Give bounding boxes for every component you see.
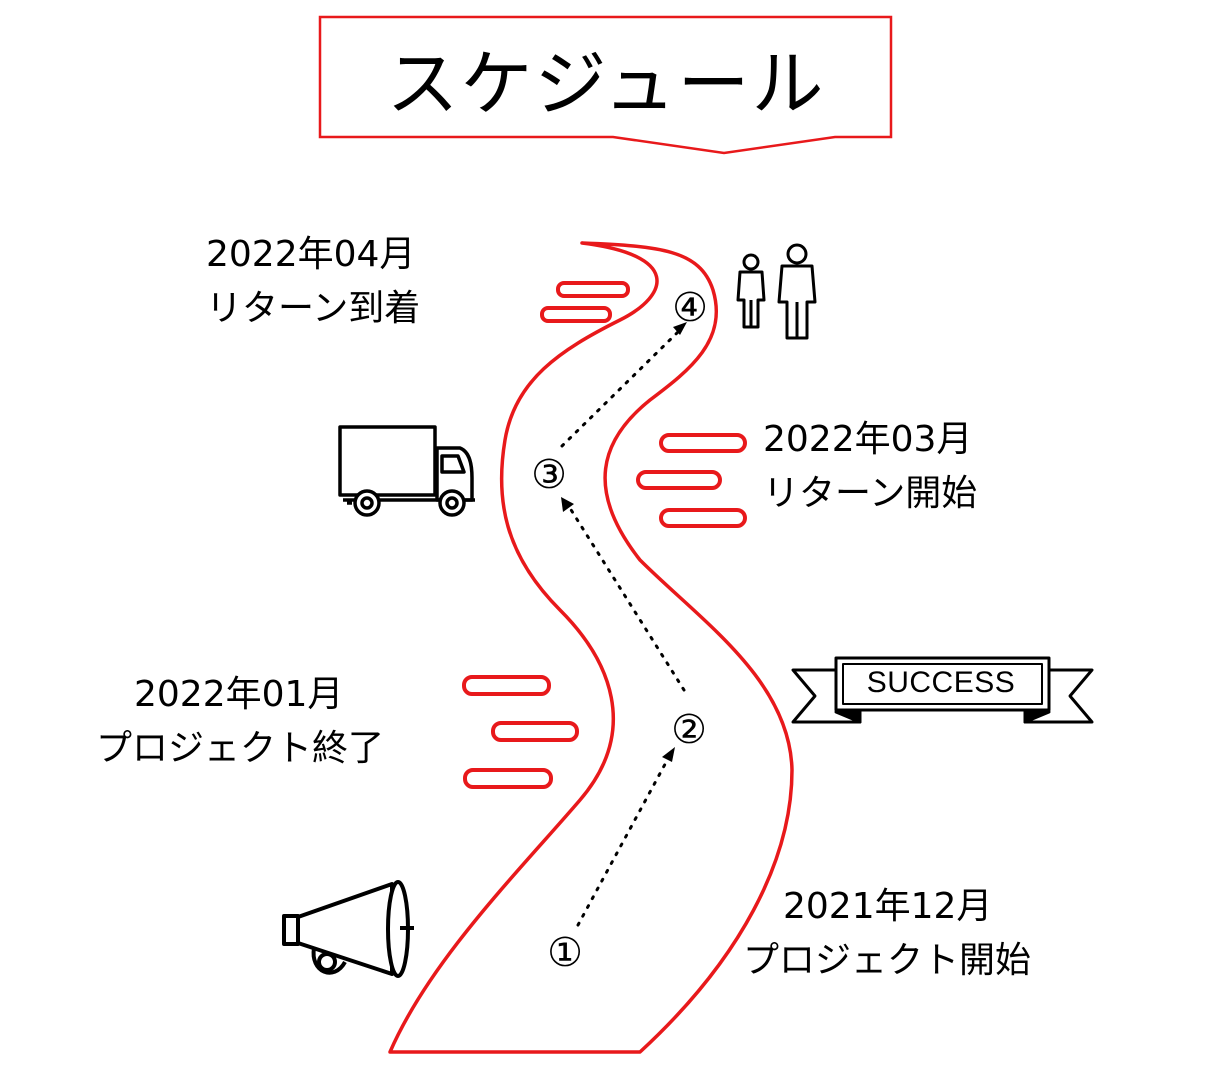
step-marker-2: ② bbox=[671, 707, 707, 753]
step-4-caption: 2022年04月 リターン到着 bbox=[206, 228, 420, 336]
delivery-truck-icon bbox=[338, 425, 475, 517]
arrow-1-to-2 bbox=[576, 753, 672, 927]
step-4-date: 2022年04月 bbox=[206, 234, 416, 275]
megaphone-icon bbox=[282, 880, 414, 978]
road-path bbox=[388, 241, 794, 1054]
step-2-date: 2022年01月 bbox=[134, 674, 344, 715]
arrow-3-to-4 bbox=[560, 328, 682, 448]
step-1-label: プロジェクト開始 bbox=[743, 940, 1032, 981]
step-1-date: 2021年12月 bbox=[783, 886, 993, 927]
page-title: スケジュール bbox=[386, 41, 826, 126]
step-2-caption: 2022年01月 プロジェクト終了 bbox=[96, 668, 384, 776]
arrow-2-to-3 bbox=[566, 503, 686, 692]
step-marker-3: ③ bbox=[531, 452, 567, 498]
ribbon-banner-icon bbox=[791, 656, 1094, 724]
motion-bars bbox=[462, 281, 747, 789]
people-icon bbox=[736, 243, 817, 340]
step-marker-1: ① bbox=[547, 930, 583, 976]
step-4-label: リターン到着 bbox=[206, 288, 421, 329]
step-3-date: 2022年03月 bbox=[763, 419, 973, 460]
step-3-caption: 2022年03月 リターン開始 bbox=[763, 413, 977, 521]
title-box bbox=[318, 15, 893, 155]
progress-arrows bbox=[560, 328, 686, 927]
arrow-heads bbox=[561, 322, 687, 762]
step-3-label: リターン開始 bbox=[763, 473, 978, 514]
step-2-label: プロジェクト終了 bbox=[96, 728, 385, 769]
step-marker-4: ④ bbox=[672, 285, 708, 331]
success-banner-text: SUCCESS bbox=[866, 666, 1016, 699]
step-1-caption: 2021年12月 プロジェクト開始 bbox=[743, 880, 1031, 988]
